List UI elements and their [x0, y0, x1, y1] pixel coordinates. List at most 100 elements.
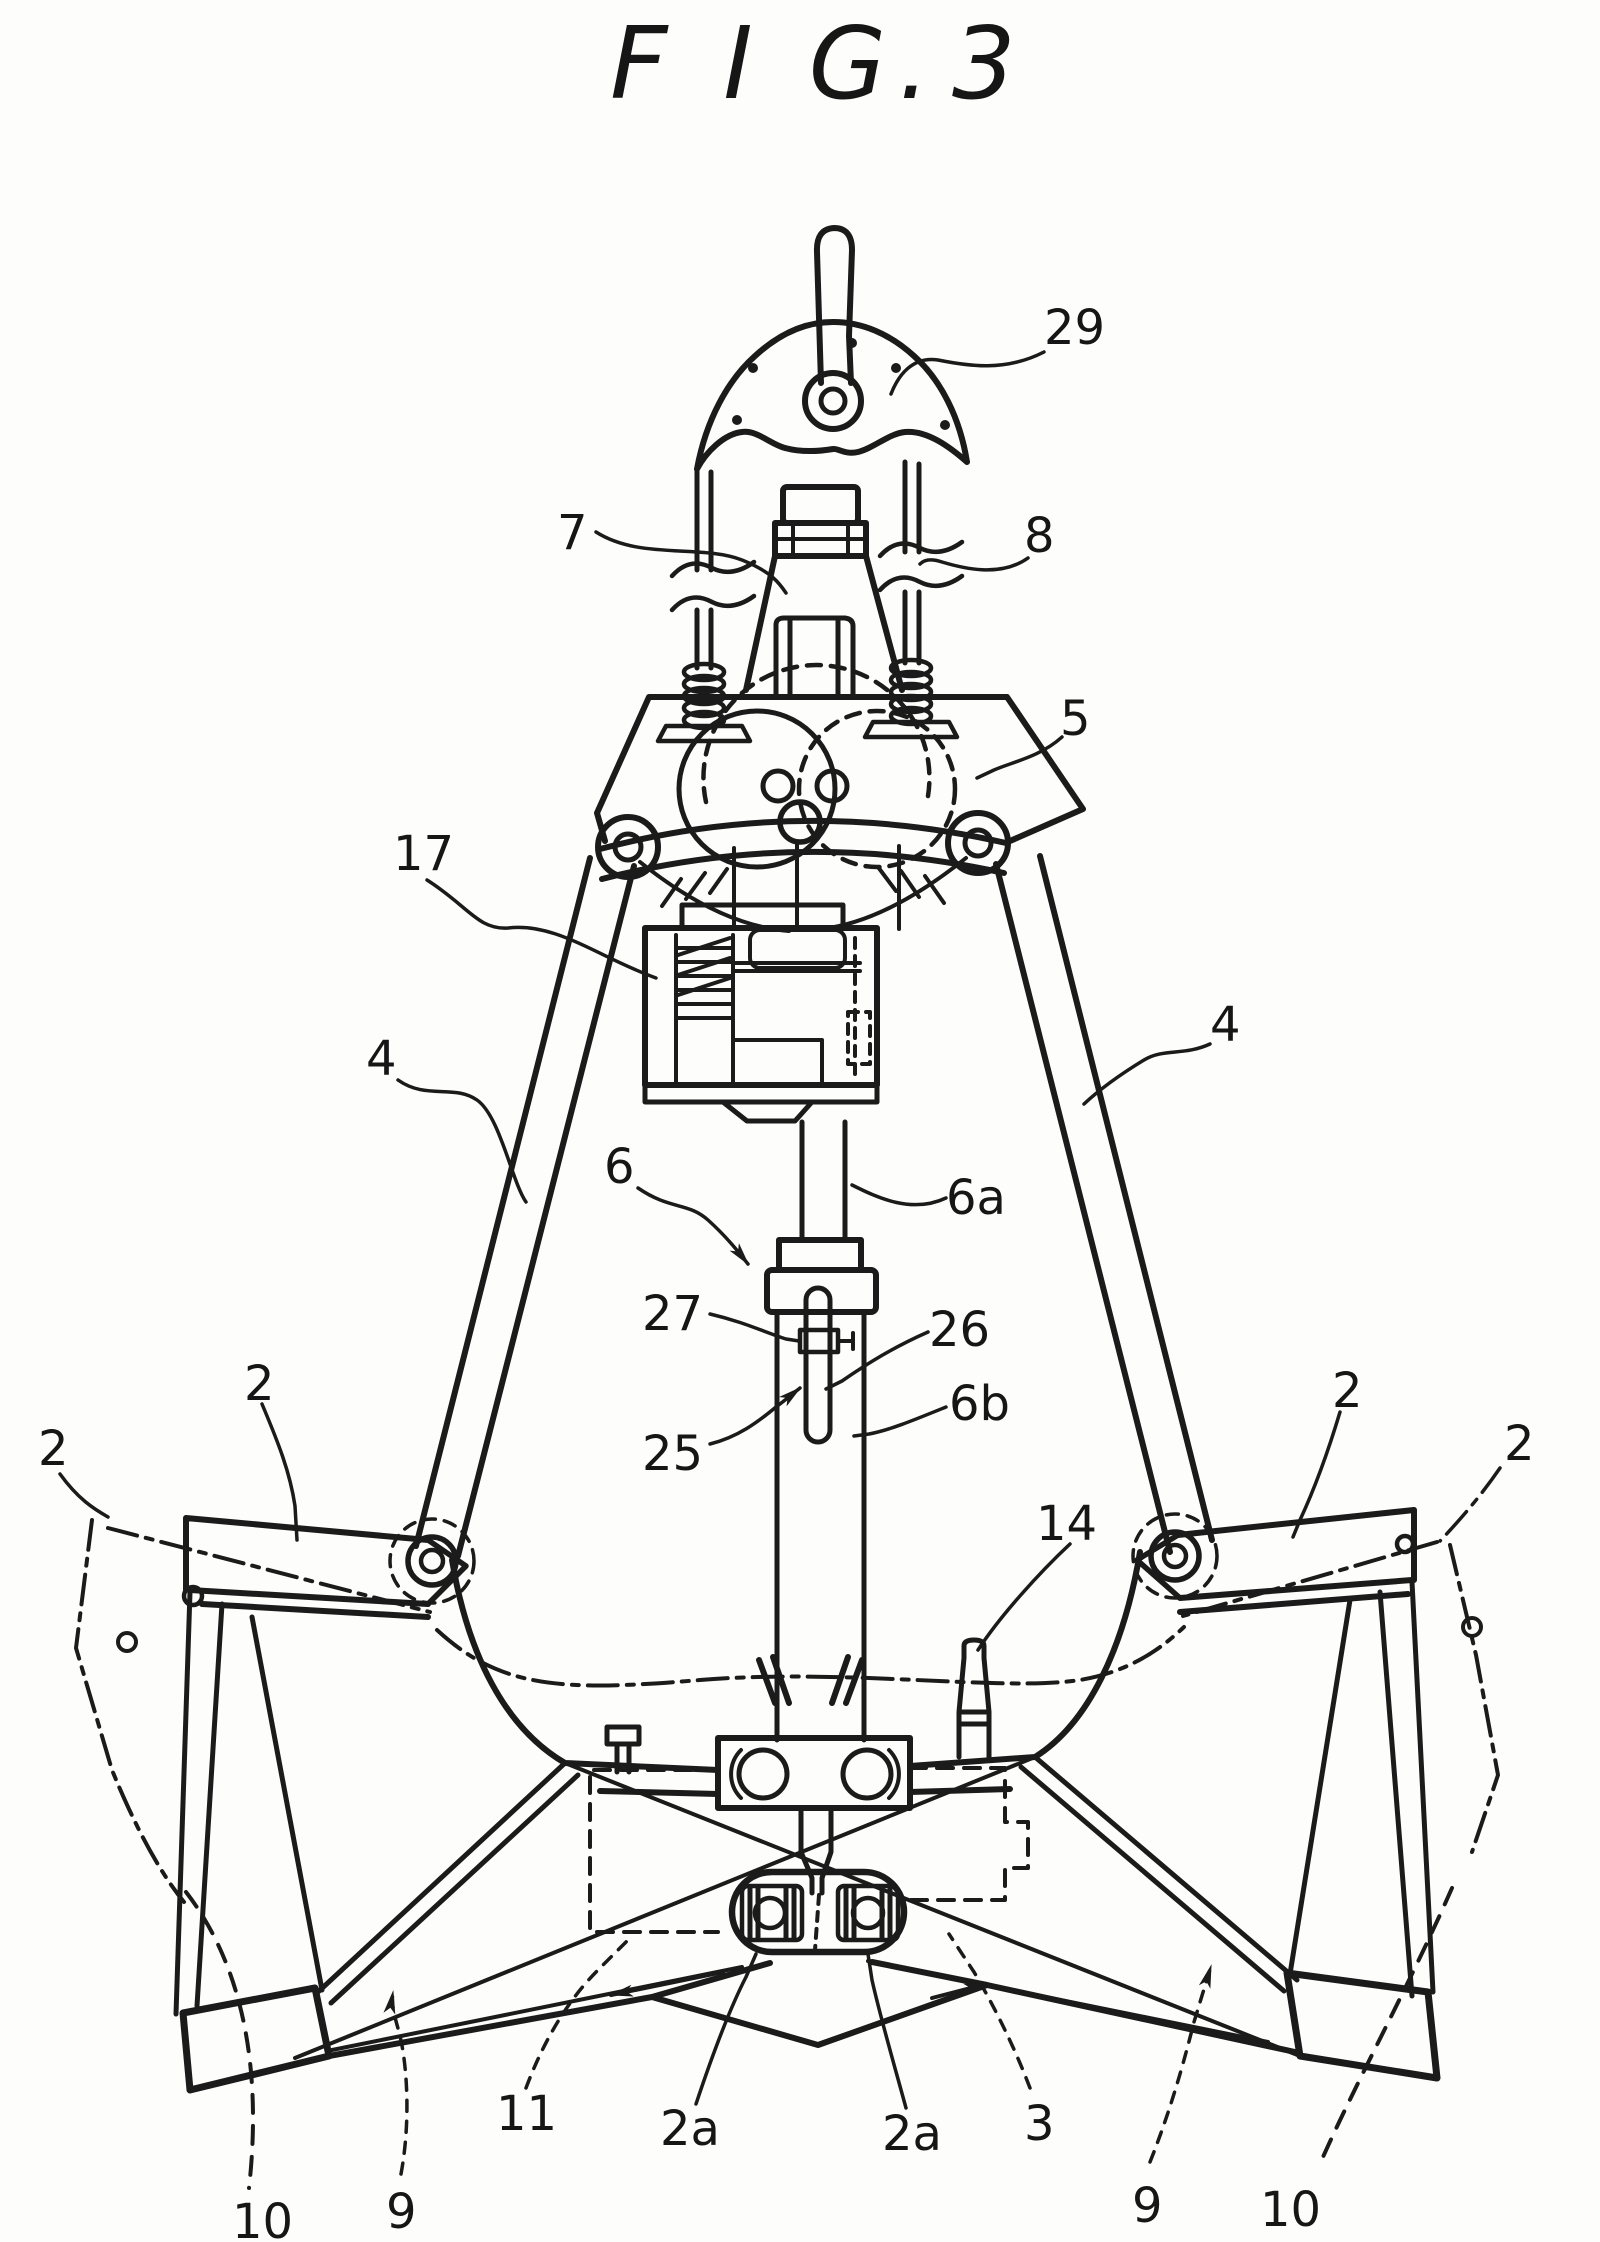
bar-hub-left-hole: [612, 831, 644, 863]
ghost-lip-middle: [435, 1625, 1186, 1688]
motor-window: [773, 615, 856, 698]
ref-label-14: 14: [1036, 1496, 1097, 1552]
stem-upper-6a: [799, 1119, 848, 1243]
sheave-right: [796, 708, 958, 870]
ref-label-27: 27: [642, 1286, 703, 1342]
ref-label-6: 6: [604, 1139, 635, 1195]
rope-break-marks-right: [877, 539, 965, 593]
rope-left: [694, 466, 714, 671]
winch-panel-lines: [731, 961, 862, 1087]
link-bar: [597, 817, 1009, 882]
leader-2-right: [1291, 1410, 1342, 1539]
bar-left-end-hole: [181, 1584, 205, 1608]
cable-drum: [674, 933, 735, 1084]
motor-shoulders: [743, 553, 905, 693]
shoulder-right: [1131, 1507, 1417, 1615]
shoulder-pivot-right-ghost: [1131, 1512, 1219, 1600]
ref-label-3: 3: [1024, 2096, 1055, 2152]
arms: [413, 853, 1215, 1559]
bar-hub-right: [945, 810, 1011, 876]
winch-base: [642, 1082, 880, 1124]
ref-label-10-left: 10: [232, 2194, 293, 2242]
head-plate-edges: [594, 694, 1086, 844]
stem-foot-stubs: [756, 1654, 865, 1706]
guide-slot-26: [803, 1285, 833, 1445]
capsule-pin-left: [752, 1895, 788, 1931]
ref-label-26: 26: [929, 1302, 990, 1358]
leader-11: [524, 1939, 629, 2090]
ref-label-11: 11: [496, 2086, 557, 2142]
sheave-bolt-right: [814, 768, 850, 804]
ref-label-9-left: 9: [386, 2184, 417, 2240]
weld-ticks: [660, 865, 946, 908]
lip-arrow-left: [609, 1970, 725, 1997]
bowl-curve-right: [907, 1549, 1143, 1795]
ref-label-6a: 6a: [946, 1170, 1006, 1226]
hanger-top-rod: [813, 225, 855, 386]
leader-6a: [850, 1183, 948, 1207]
capsule-center-dash: [813, 1893, 821, 1952]
leader-9-left: [383, 1990, 409, 2176]
pin-tick: [838, 1331, 855, 1351]
corner-plate-right: [1283, 1969, 1441, 2082]
shell-bar-right: [1175, 1507, 1417, 1615]
ghost-bar-right: [1181, 1540, 1439, 1618]
ghost-bar-left: [106, 1526, 432, 1614]
hanger-crescent: [694, 319, 970, 472]
leader-7: [594, 530, 788, 595]
ghost-shell-right: [1448, 1543, 1500, 1854]
motor-flange-lines: [773, 521, 868, 558]
shell-seam-right: [1018, 1754, 1300, 1994]
sheave-outer-arc: [701, 662, 932, 805]
ref-label-17: 17: [393, 826, 454, 882]
shoulder-pivot-left-ghost: [388, 1517, 476, 1605]
leader-lines: [58, 350, 1502, 2176]
shoulder-pivot-right-hole: [1161, 1542, 1189, 1570]
bar-right-end-hole: [1394, 1533, 1416, 1555]
bar-hub-right-hole: [962, 827, 994, 859]
shell-seam-left: [315, 1760, 581, 2006]
shoulder-pivot-left: [405, 1534, 459, 1588]
ref-label-4-right: 4: [1210, 997, 1241, 1053]
ref-label-2-left: 2: [244, 1356, 275, 1412]
shoulder-left: [181, 1515, 476, 1620]
lip-through-lines: [330, 1959, 1270, 2052]
leader-9-right: [1148, 1964, 1213, 2164]
arm-left: [413, 855, 637, 1559]
leader-2-far-right: [1438, 1466, 1502, 1543]
ref-label-25: 25: [642, 1426, 703, 1482]
ref-label-8: 8: [1024, 508, 1055, 564]
leader-17: [425, 878, 658, 980]
capsule-pin-right: [850, 1895, 886, 1931]
hinge-eye-right: [840, 1747, 894, 1801]
winch-top-plate: [679, 902, 846, 931]
ghost-open-position: [74, 1518, 1500, 2190]
bar-left-wedge: [425, 1537, 469, 1607]
hanger-pivot-boss: [802, 370, 864, 432]
bucket-shells: [173, 1549, 1441, 2094]
sheave-bolt-left: [760, 768, 796, 804]
ref-label-2a-right: 2a: [882, 2106, 942, 2162]
hinge-eye-left: [736, 1747, 790, 1801]
hidden-box-left: [588, 1768, 720, 1934]
leader-5: [975, 735, 1064, 780]
leader-6b: [852, 1405, 948, 1438]
shoulder-pivot-left-hole: [418, 1547, 446, 1575]
leader-4-right: [1082, 1042, 1212, 1106]
corner-plate-left: [179, 1984, 333, 2094]
bar-hub-left: [595, 814, 661, 880]
tee-bolt: [604, 1724, 642, 1775]
leader-8: [918, 556, 1030, 572]
figure-number: 3: [952, 5, 1028, 122]
capsule-window-left: [739, 1883, 805, 1943]
rope-break-marks-left: [669, 559, 757, 613]
ref-label-2-far-right: 2: [1504, 1416, 1535, 1472]
winch-box: [642, 902, 880, 1124]
winch-gearbox: [748, 928, 847, 970]
winch-housing: [642, 925, 880, 1088]
rope-right: [902, 459, 922, 666]
rope-reeving-curves: [638, 841, 968, 933]
center-stem: [756, 1119, 879, 1743]
head-assembly: [594, 662, 1086, 933]
